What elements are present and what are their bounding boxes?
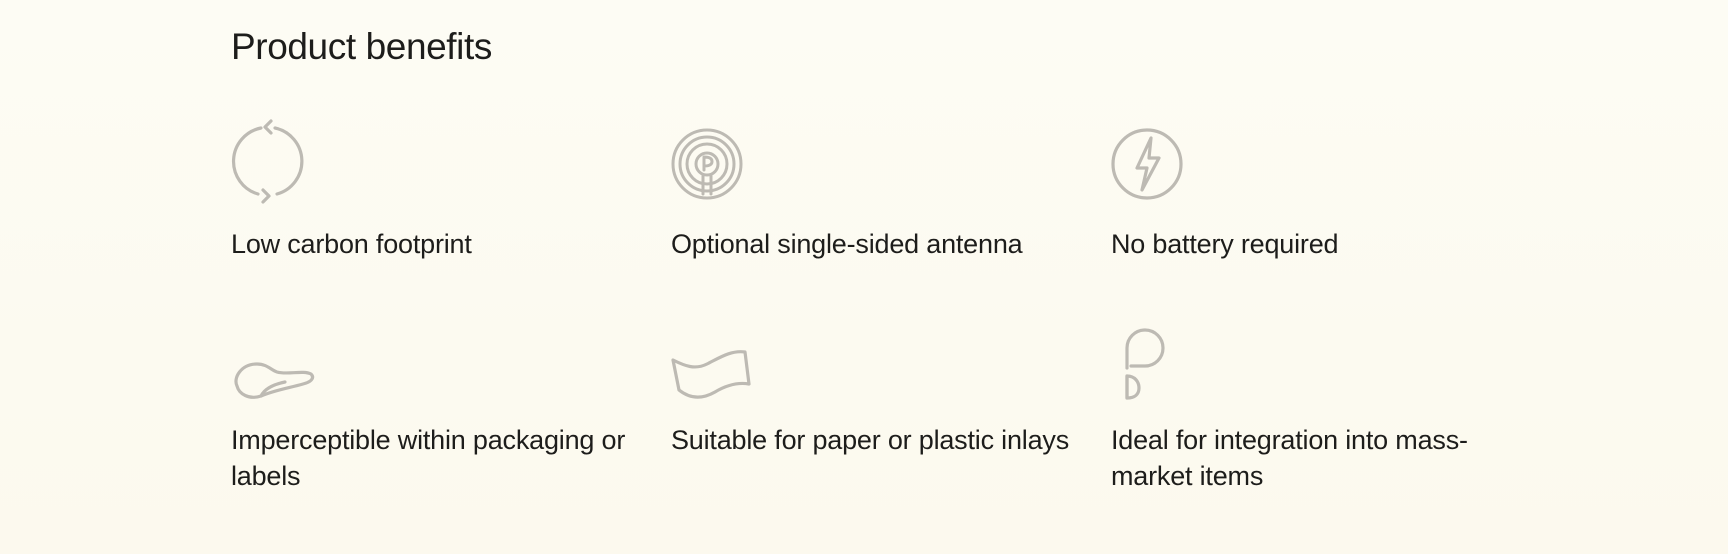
antenna-coil-icon [671,128,743,200]
benefit-item: Imperceptible within packaging or labels [231,320,651,500]
benefit-label: Optional single-sided antenna [671,229,1023,259]
benefit-item: Suitable for paper or plastic inlays [671,320,1091,500]
flexible-strip-icon [234,362,315,399]
benefit-label: Suitable for paper or plastic inlays [671,425,1070,455]
benefit-item: Ideal for integration into mass-market i… [1111,320,1531,500]
benefit-item: No battery required [1111,118,1531,268]
benefit-label: Ideal for integration into mass-market i… [1111,425,1468,491]
brand-p-logo-icon [1125,328,1165,400]
product-benefits-section: Product benefits Low carbon footprint [231,0,1531,554]
benefit-item: Optional single-sided antenna [671,118,1091,268]
section-title: Product benefits [231,26,492,67]
lightning-bolt-icon [1111,128,1183,200]
wavy-sheet-icon [671,350,751,399]
benefit-label: Imperceptible within packaging or labels [231,425,626,491]
benefit-label: No battery required [1111,229,1339,259]
benefits-grid: Low carbon footprint Optional single-sid… [231,0,1531,554]
recycle-arrows-icon [231,119,304,204]
benefit-label: Low carbon footprint [231,229,472,259]
benefit-item: Low carbon footprint [231,118,651,268]
